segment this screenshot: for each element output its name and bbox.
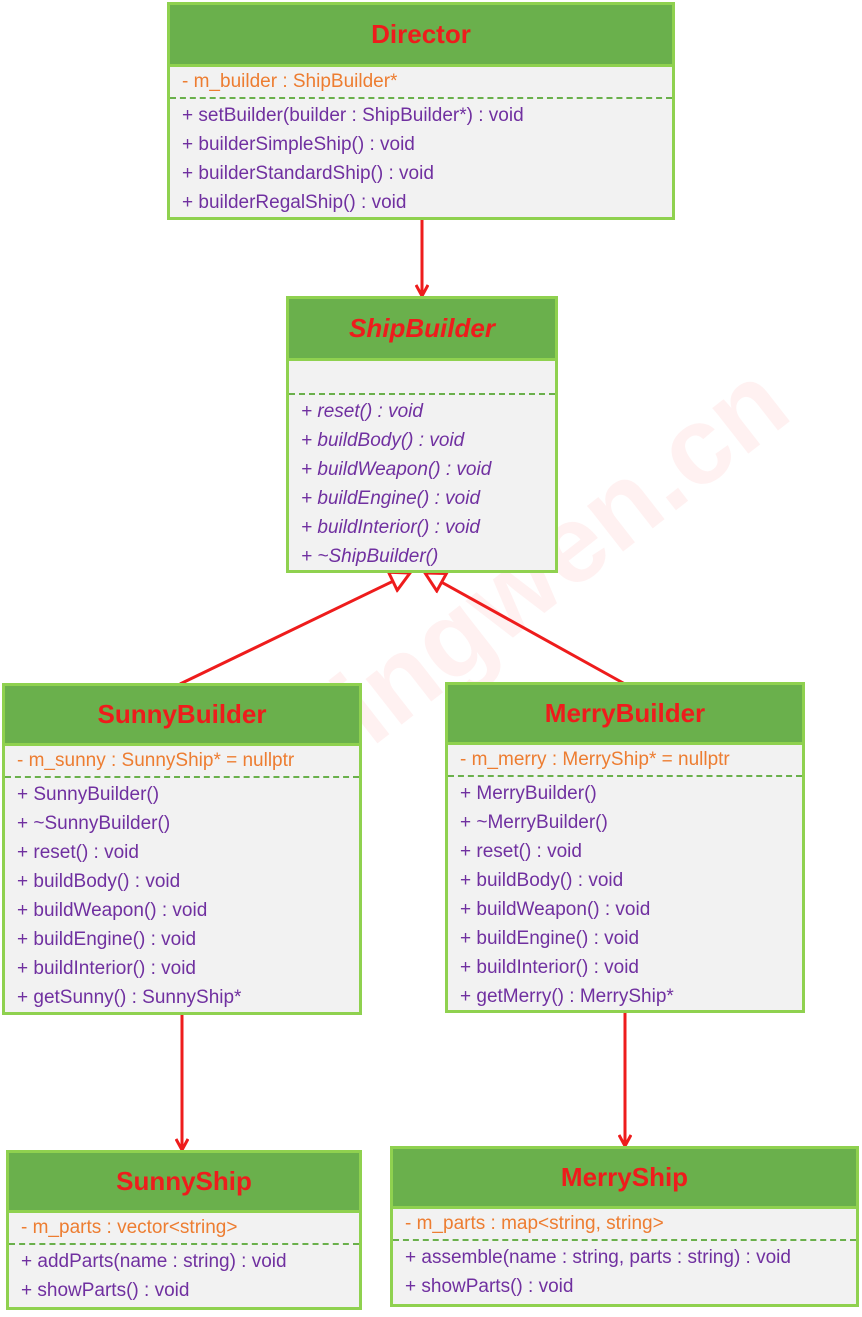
operations-section: + MerryBuilder() + ~MerryBuilder() + res… <box>448 777 802 1013</box>
class-sunnyship[interactable]: SunnyShip - m_parts : vector<string> + a… <box>6 1150 362 1310</box>
class-merryship[interactable]: MerryShip - m_parts : map<string, string… <box>390 1146 859 1307</box>
operation: + builderSimpleShip() : void <box>182 134 415 155</box>
operation: + buildBody() : void <box>460 870 624 891</box>
operation: + ~SunnyBuilder() <box>17 813 171 834</box>
operation: + buildEngine() : void <box>460 928 640 949</box>
operation: + reset() : void <box>460 841 582 862</box>
operation: + reset() : void <box>17 842 139 863</box>
operation: + setBuilder(builder : ShipBuilder*) : v… <box>182 105 524 126</box>
operation: + buildInterior() : void <box>301 517 480 538</box>
class-director[interactable]: Director - m_builder : ShipBuilder* + se… <box>167 2 675 220</box>
operation: + buildEngine() : void <box>301 488 481 509</box>
operations-section: + reset() : void + buildBody() : void + … <box>289 395 555 573</box>
operation: + getMerry() : MerryShip* <box>460 986 674 1007</box>
operation: + addParts(name : string) : void <box>21 1251 287 1272</box>
operation: + buildWeapon() : void <box>460 899 651 920</box>
attributes-section: - m_parts : vector<string> <box>9 1213 359 1245</box>
operation: + buildWeapon() : void <box>301 459 492 480</box>
attributes-section: - m_parts : map<string, string> <box>393 1209 856 1241</box>
operation: + buildInterior() : void <box>460 957 639 978</box>
class-name: SunnyBuilder <box>5 686 359 746</box>
class-sunnybuilder[interactable]: SunnyBuilder - m_sunny : SunnyShip* = nu… <box>2 683 362 1015</box>
class-merrybuilder[interactable]: MerryBuilder - m_merry : MerryShip* = nu… <box>445 682 805 1013</box>
attributes-section: - m_merry : MerryShip* = nullptr <box>448 745 802 777</box>
operation: + reset() : void <box>301 401 423 422</box>
operation: + buildBody() : void <box>17 871 181 892</box>
attribute: - m_merry : MerryShip* = nullptr <box>460 749 730 770</box>
operation: + ~ShipBuilder() <box>301 546 439 567</box>
class-shipbuilder[interactable]: ShipBuilder + reset() : void + buildBody… <box>286 296 558 573</box>
operations-section: + setBuilder(builder : ShipBuilder*) : v… <box>170 99 672 219</box>
operation: + showParts() : void <box>21 1280 190 1301</box>
attributes-section <box>289 361 555 395</box>
attributes-section: - m_builder : ShipBuilder* <box>170 67 672 99</box>
operation: + builderStandardShip() : void <box>182 163 434 184</box>
operation: + ~MerryBuilder() <box>460 812 608 833</box>
operation: + assemble(name : string, parts : string… <box>405 1247 791 1268</box>
attribute: - m_parts : map<string, string> <box>405 1213 664 1234</box>
attributes-section: - m_sunny : SunnyShip* = nullptr <box>5 746 359 778</box>
operations-section: + SunnyBuilder() + ~SunnyBuilder() + res… <box>5 778 359 1014</box>
class-name: Director <box>170 5 672 67</box>
operation: + buildBody() : void <box>301 430 465 451</box>
class-name: MerryBuilder <box>448 685 802 745</box>
class-name: ShipBuilder <box>289 299 555 361</box>
operation: + getSunny() : SunnyShip* <box>17 987 242 1008</box>
operation: + buildInterior() : void <box>17 958 196 979</box>
attribute: - m_sunny : SunnyShip* = nullptr <box>17 750 295 771</box>
attribute: - m_builder : ShipBuilder* <box>182 71 398 92</box>
operation: + buildWeapon() : void <box>17 900 208 921</box>
operation: + SunnyBuilder() <box>17 784 160 805</box>
class-name: SunnyShip <box>9 1153 359 1213</box>
operation: + showParts() : void <box>405 1276 574 1297</box>
operation: + buildEngine() : void <box>17 929 197 950</box>
attribute: - m_parts : vector<string> <box>21 1217 238 1238</box>
operations-section: + addParts(name : string) : void + showP… <box>9 1245 359 1307</box>
operations-section: + assemble(name : string, parts : string… <box>393 1241 856 1303</box>
operation: + MerryBuilder() <box>460 783 597 804</box>
class-name: MerryShip <box>393 1149 856 1209</box>
operation: + builderRegalShip() : void <box>182 192 407 213</box>
